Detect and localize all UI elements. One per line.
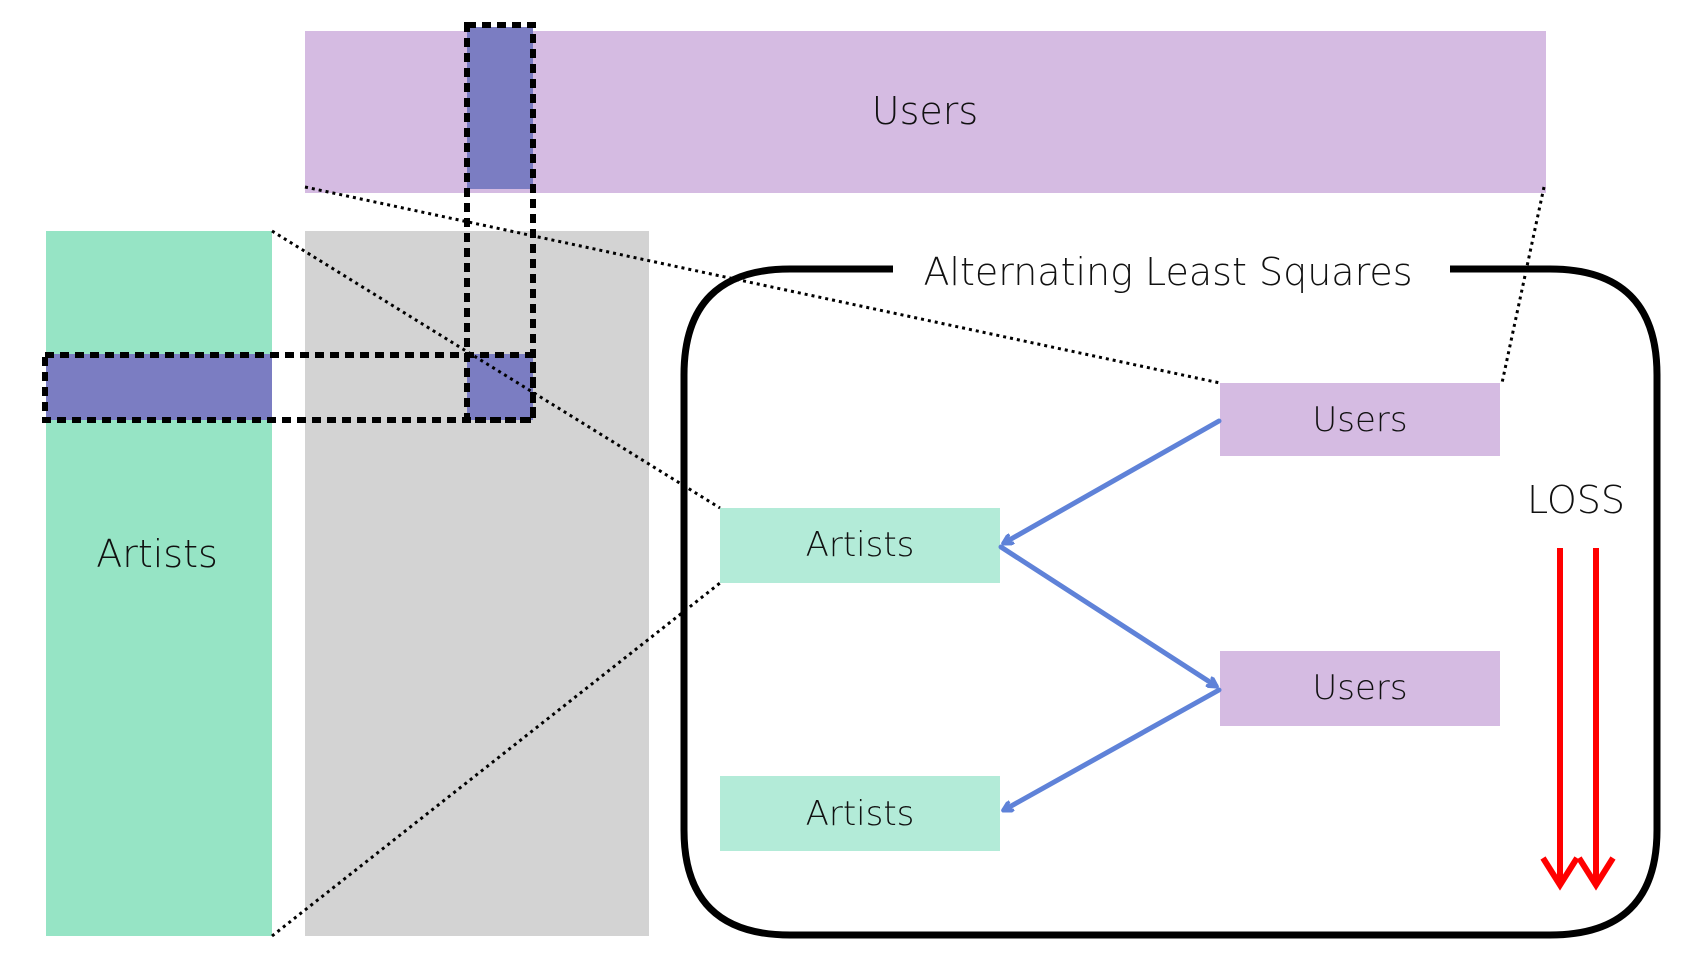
projection-line-users-right — [1500, 186, 1546, 384]
als-node-users-2-label: Users — [1312, 668, 1407, 708]
als-node-artists-2 — [720, 776, 1000, 851]
loss-arrow-1-head — [1540, 856, 1580, 891]
artist-row-highlight — [46, 354, 272, 420]
ratings-matrix — [305, 231, 649, 936]
artist-row-selection — [42, 352, 536, 423]
edge-artists1-to-users2 — [998, 544, 1216, 686]
als-panel-title: Alternating Least Squares — [923, 250, 1412, 294]
als-node-users-1 — [1220, 383, 1500, 456]
users-matrix-label: Users — [872, 89, 978, 133]
row-gap-white — [272, 354, 305, 420]
user-column-highlight — [467, 27, 533, 189]
als-panel-border — [680, 265, 1661, 939]
artists-matrix — [46, 231, 272, 936]
als-node-users-1-label: Users — [1312, 400, 1407, 440]
edge-users1-to-artists1 — [1004, 418, 1222, 546]
projection-line-users-left — [304, 185, 1221, 385]
projection-lines — [271, 185, 1546, 938]
artists-matrix-label: Artists — [96, 532, 218, 576]
als-node-users-2 — [1220, 651, 1500, 726]
als-edges — [998, 418, 1222, 813]
edge-users2-to-artists2 — [1004, 687, 1222, 813]
als-node-artists-1 — [720, 508, 1000, 583]
user-column-selection — [464, 22, 536, 423]
als-node-artists-2-label: Artists — [806, 794, 915, 834]
loss-arrow-2-head — [1576, 856, 1616, 891]
als-node-artists-1-label: Artists — [806, 525, 915, 565]
loss-label: LOSS — [1527, 478, 1625, 522]
loss-decrease-arrows — [1540, 548, 1616, 891]
